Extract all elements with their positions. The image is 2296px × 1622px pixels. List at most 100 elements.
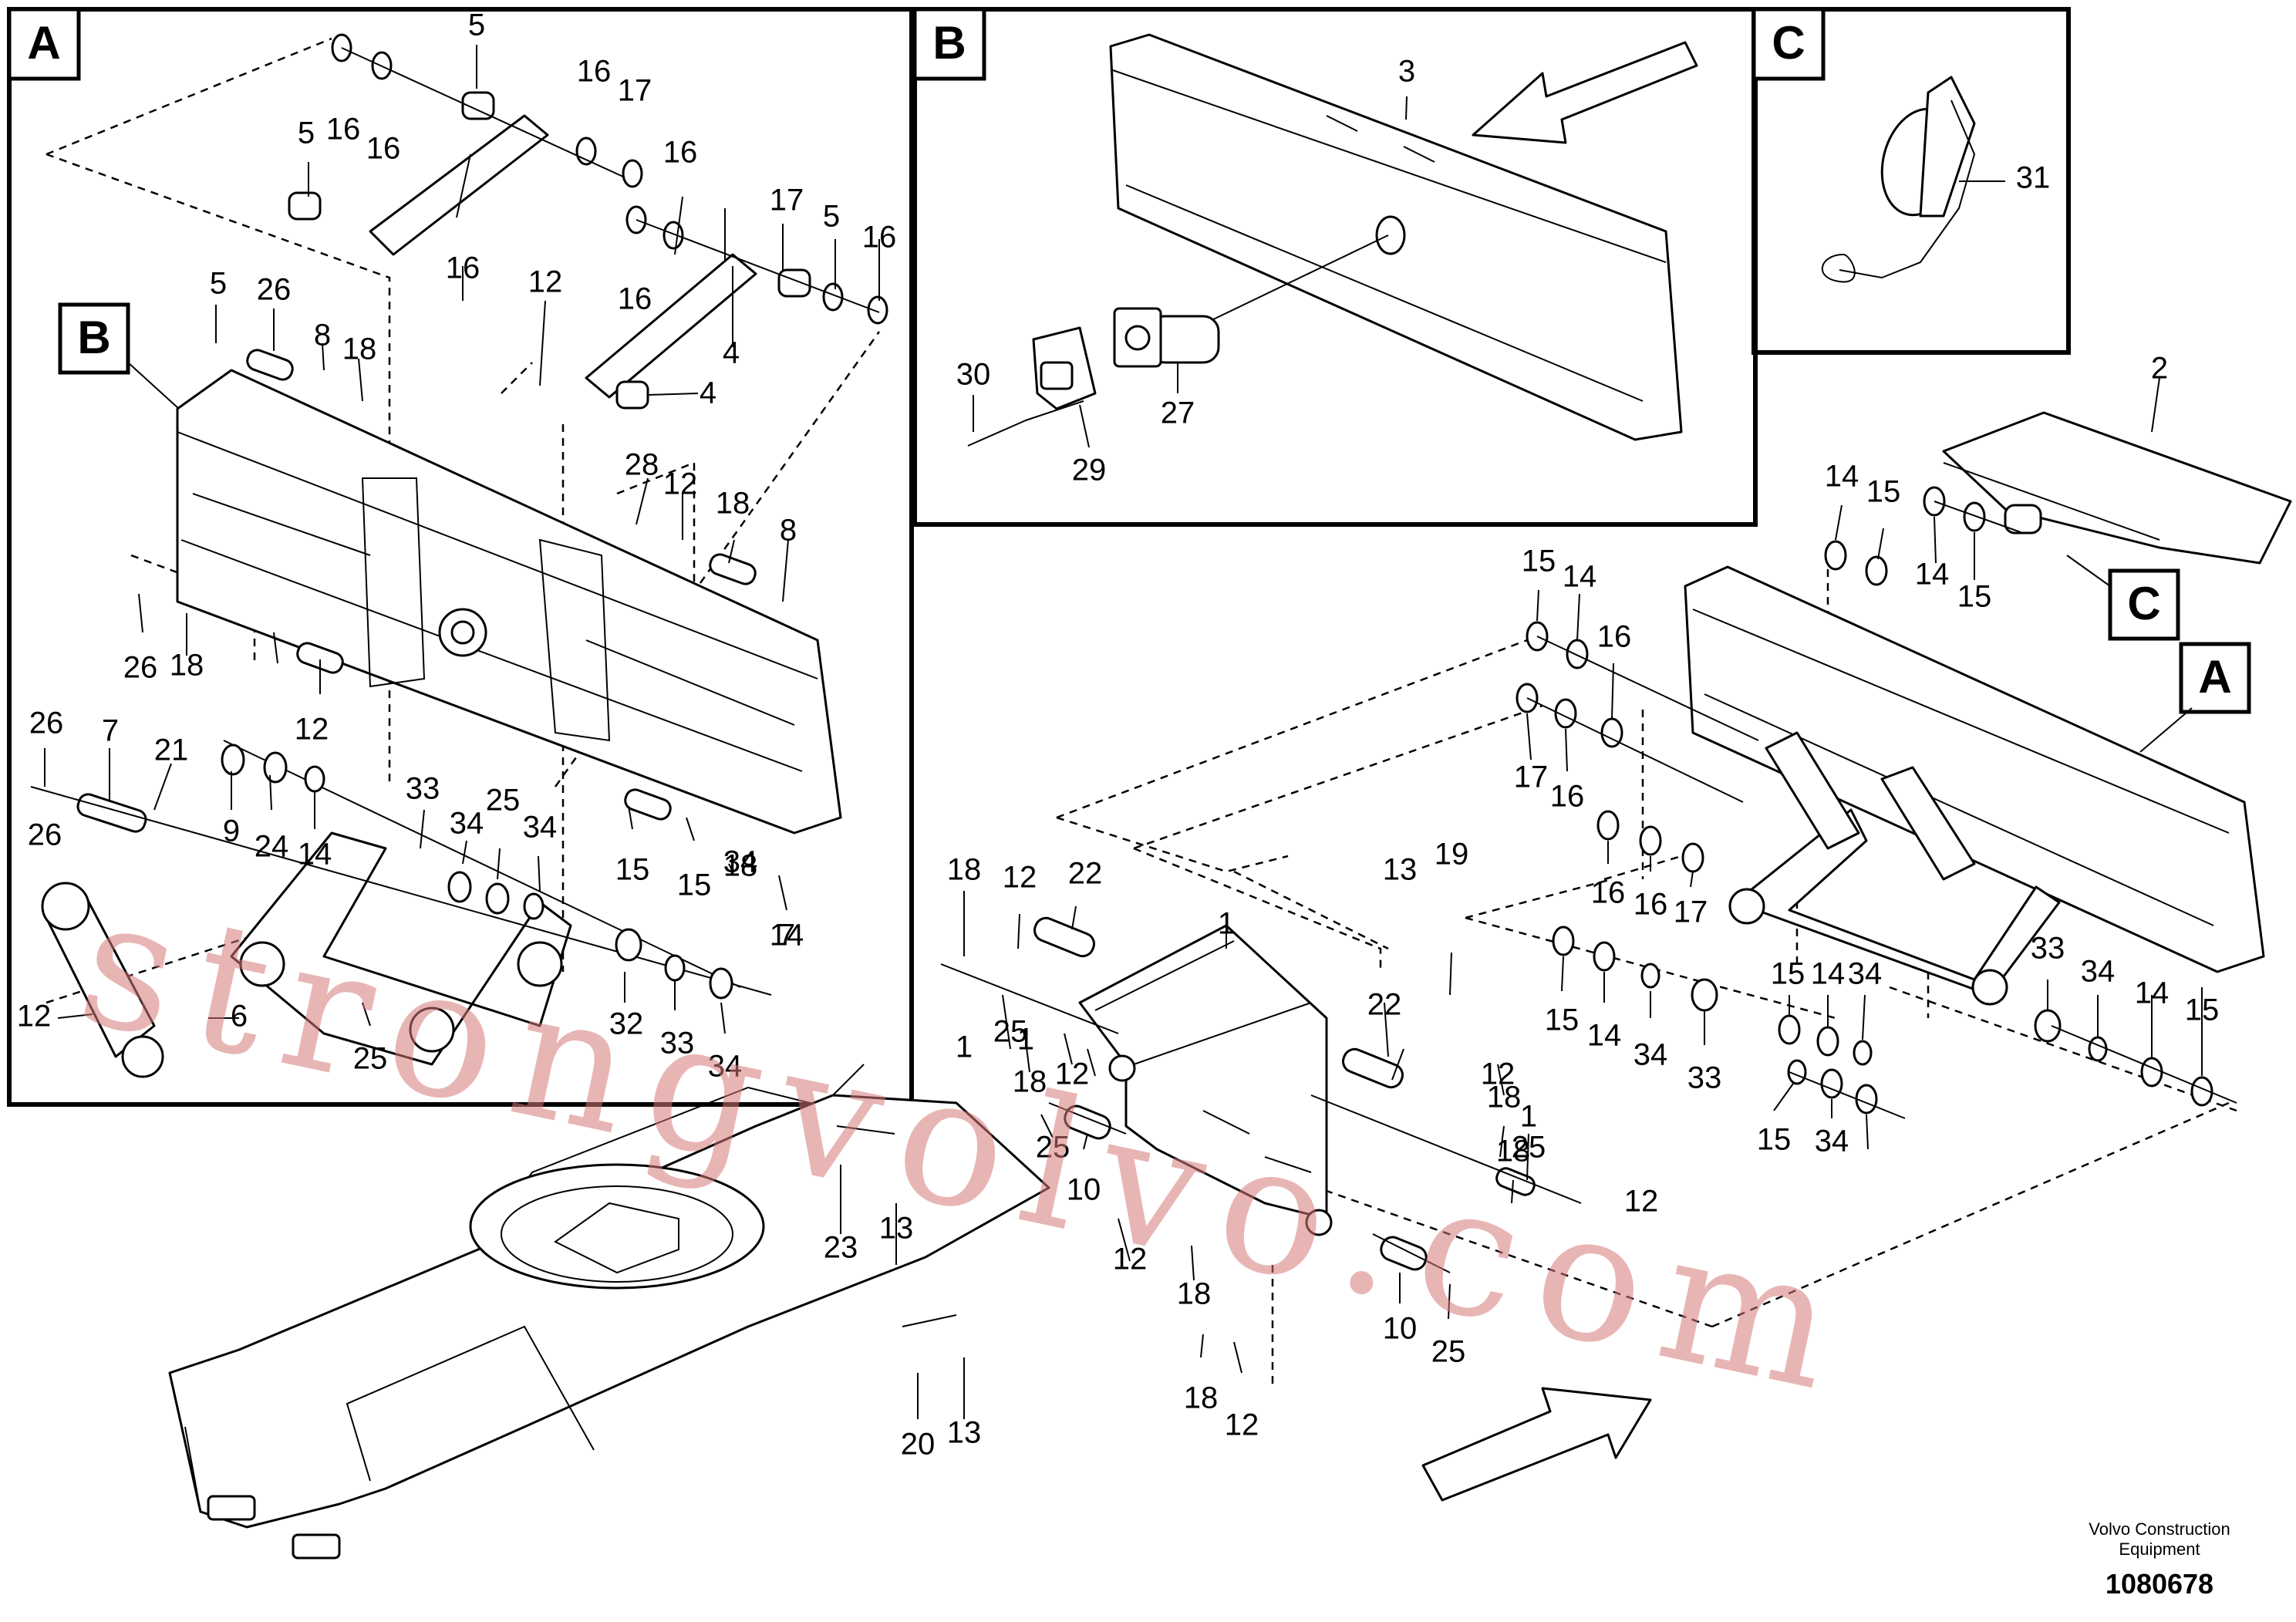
callout-a-45: 25 [353,1042,388,1076]
callout-a-32: 14 [298,838,332,872]
main-washer-23 [2034,1009,2062,1043]
frame-a-bush-4 [615,380,649,410]
main-washer-24 [2088,1036,2108,1062]
main-washer-11 [1639,825,1662,856]
callout-a-21: 12 [663,467,698,501]
callout-main-45: 25 [1036,1131,1070,1165]
callout-a-13: 4 [723,336,740,370]
main-frame-detail [1094,940,1312,1173]
callout-a-35: 25 [486,784,521,818]
callout-a-9: 17 [770,184,804,218]
callout-a-48: 34 [708,1050,743,1084]
main-washer-21 [1820,1068,1843,1099]
callout-a-20: 28 [625,448,659,482]
main-carrier-detail [184,1064,865,1512]
callout-a-6: 5 [298,116,315,150]
frame-a-bush-1 [461,91,495,120]
frame-b-flange-hole [1124,325,1151,351]
main-leaders [840,377,2203,1419]
frame-a-cylinder-eye-2 [121,1035,164,1078]
frame-a-washer-13 [485,882,510,915]
callout-main-42: 25 [1512,1131,1546,1165]
callout-a-39: 34 [723,845,758,879]
frame-b-direction-arrow [1472,41,1698,144]
frame-a-bush-3 [777,268,811,298]
frame-a-tag-box [7,7,81,81]
frame-a-washer-15 [615,928,642,962]
frame-a: A [7,7,914,1107]
frame-a-washer-4 [622,159,643,188]
callout-main-36: 13 [1383,853,1418,887]
frame-b-leaders [973,96,1408,448]
callout-a-7: 16 [663,136,698,170]
callout-main-43: 12 [1624,1185,1659,1219]
callout-main-50: 18 [1177,1277,1212,1311]
callout-main-27: 34 [1815,1125,1849,1158]
callout-main-35: 12 [1055,1057,1090,1091]
frame-c-lynch-pin [1919,76,1976,218]
main-assembly: C A [168,377,2292,1560]
callout-main-39: 12 [1481,1057,1515,1091]
callout-main-5: 15 [1957,580,1992,614]
callout-a-49: 14 [770,919,804,953]
main-cylinder-left [1765,731,1860,850]
callout-a-8: 16 [618,282,652,316]
frame-a-washer-12 [447,871,472,903]
callout-a-41: 26 [28,818,62,852]
callout-main-17: 33 [1687,1061,1722,1095]
callout-a-34: 34 [450,807,484,841]
frame-c-border [1752,7,2071,355]
callout-a-40: 7 [778,919,795,953]
main-washer-2 [1865,555,1888,586]
callout-main-19: 14 [1811,957,1846,991]
main-slew-ring [469,1163,765,1290]
callout-a-38: 15 [677,868,712,902]
callout-main-48: 13 [879,1212,914,1246]
callout-c-1: 31 [2016,161,2051,195]
callout-a-31: 24 [255,830,289,864]
main-slew-ring-inner [501,1185,733,1283]
main-frame-eye-1 [1108,1054,1136,1082]
callout-main-8: 16 [1597,620,1632,654]
callout-main-4: 14 [1915,558,1950,592]
callout-main-33: 1 [956,1030,973,1064]
callout-main-18: 15 [1771,957,1805,991]
callout-a-14: 4 [700,376,716,410]
callout-main-52: 25 [1431,1335,1466,1369]
frame-a-bush-2 [288,191,322,221]
callout-main-14: 15 [1545,1003,1580,1037]
main-washer-16 [1691,978,1718,1012]
frame-a-link-lower [585,253,757,399]
frame-a-washer-16 [664,954,686,982]
main-washer-18 [1816,1026,1839,1057]
callout-a-18: 18 [342,332,377,366]
main-washer-19 [1853,1040,1873,1066]
callout-a-44: 6 [231,1000,248,1034]
callout-main-44: 18 [1496,1135,1531,1168]
main-pin-22-left [1033,916,1095,958]
callout-a-17: 8 [314,319,331,352]
callout-main-46: 10 [1067,1173,1101,1207]
main-cover-plate-edge [1943,462,2160,541]
callout-main-12: 16 [1633,888,1668,922]
callout-main-49: 12 [1113,1243,1148,1276]
callout-a-11: 16 [862,221,897,255]
callout-a-23: 8 [780,514,797,548]
main-cover-plate [1942,411,2292,565]
callout-a-43: 18 [723,849,758,883]
main-washer-12 [1681,842,1704,873]
callout-main-28: 18 [947,853,982,887]
frame-a-pin-7-right [624,788,672,821]
callout-main-23: 14 [2135,976,2170,1010]
frame-a-mount-eye-3 [517,941,563,987]
main-a-frame-eye-1 [1728,888,1765,925]
callout-a-28: 7 [102,714,119,748]
frame-a-pin-9 [76,793,147,833]
callout-a-47: 33 [660,1027,695,1061]
callout-b-3: 27 [1161,396,1195,430]
frame-a-washer-17 [709,967,733,1000]
callout-b-1: 3 [1398,55,1415,89]
frame-b: B [912,7,1758,527]
frame-c-chain [1822,99,1976,283]
main-washer-10 [1596,810,1620,841]
